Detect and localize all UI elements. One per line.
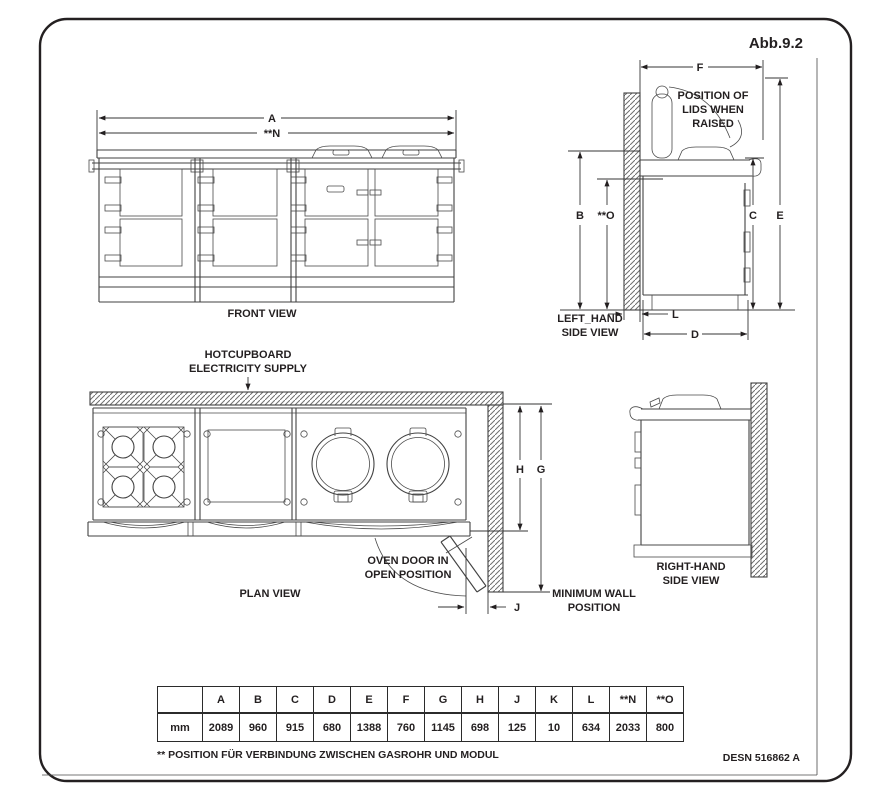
dim-o-label: **O [597,210,615,222]
dim-d-label: D [691,329,699,341]
value-b: 960 [239,712,277,742]
col-header-o: **O [646,686,684,714]
left-side-view: F B **O C [557,60,795,341]
lids-raised-note-line2: LIDS WHEN [682,104,744,116]
gas-hob-burners [102,426,185,508]
dim-e-label: E [776,210,783,222]
value-j: 125 [498,712,536,742]
open-oven-door [374,535,487,597]
wall-hatch-plan-top [89,391,504,406]
left-side-view-label-line1: LEFT_HAND [557,313,622,325]
front-view-label: FRONT VIEW [227,308,297,320]
table-values-row: mm 2089 960 915 680 1388 760 1145 698 12… [157,712,684,742]
unit-cell: mm [157,712,203,742]
dim-h-label: H [516,464,524,476]
lids-raised-note-line1: POSITION OF [678,90,749,102]
dim-l-label: L [672,309,679,321]
hotcupboard-opening [207,429,286,503]
dim-c-label: C [749,210,757,222]
dim-a-label: A [268,113,276,125]
value-f: 760 [387,712,425,742]
min-wall-note-line1: MINIMUM WALL [552,588,636,600]
plan-view-label: PLAN VIEW [239,588,301,600]
dim-j-label: J [514,602,520,614]
col-header-c: C [276,686,314,714]
figure-label: Abb.9.2 [749,35,803,52]
document-number: DESN 516862 A [722,752,800,764]
value-e: 1388 [350,712,388,742]
col-header-f: F [387,686,425,714]
dim-b-label: B [576,210,584,222]
right-side-view-label-line1: RIGHT-HAND [656,561,725,573]
left-side-view-label-line2: SIDE VIEW [562,327,619,339]
col-header-a: A [202,686,240,714]
wall-hatch-left-view [623,92,641,311]
min-wall-note-line2: POSITION [568,602,621,614]
sheet-frame: Abb.9.2 [38,17,853,783]
oven-door-note-line2: OPEN POSITION [365,569,452,581]
dimension-table: A B C D E F G H J K L **N **O mm 2089 96… [157,686,684,742]
hotcupboard-note-line1: HOTCUPBOARD [205,349,292,361]
table-header-row: A B C D E F G H J K L **N **O [157,686,684,714]
col-header-l: L [572,686,610,714]
lids-raised-note-line3: RAISED [692,118,734,130]
value-k: 10 [535,712,573,742]
oven-door-note-line1: OVEN DOOR IN [367,555,448,567]
value-n: 2033 [609,712,647,742]
col-header-g: G [424,686,462,714]
col-header-j: J [498,686,536,714]
col-header-n: **N [609,686,647,714]
plan-view: HOTCUPBOARD ELECTRICITY SUPPLY [87,349,636,614]
right-side-view-label-line2: SIDE VIEW [663,575,720,587]
col-header-e: E [350,686,388,714]
wall-hatch-plan-right [487,404,504,593]
hotplate-lids-plan [311,427,450,503]
col-header-k: K [535,686,573,714]
col-header-h: H [461,686,499,714]
value-l: 634 [572,712,610,742]
footnote: ** POSITION FÜR VERBINDUNG ZWISCHEN GASR… [157,749,499,761]
right-side-view: RIGHT-HAND SIDE VIEW [629,382,768,587]
value-g: 1145 [424,712,462,742]
value-a: 2089 [202,712,240,742]
col-header-d: D [313,686,351,714]
col-header-b: B [239,686,277,714]
wall-hatch-right-view [750,382,768,578]
dim-g-label: G [537,464,546,476]
dim-f-label: F [697,62,704,74]
dim-n-label: **N [264,128,281,140]
hotcupboard-note-line2: ELECTRICITY SUPPLY [189,363,308,375]
value-d: 680 [313,712,351,742]
value-h: 698 [461,712,499,742]
table-corner-cell [157,686,203,714]
value-o: 800 [646,712,684,742]
value-c: 915 [276,712,314,742]
front-view: A **N [88,110,465,320]
